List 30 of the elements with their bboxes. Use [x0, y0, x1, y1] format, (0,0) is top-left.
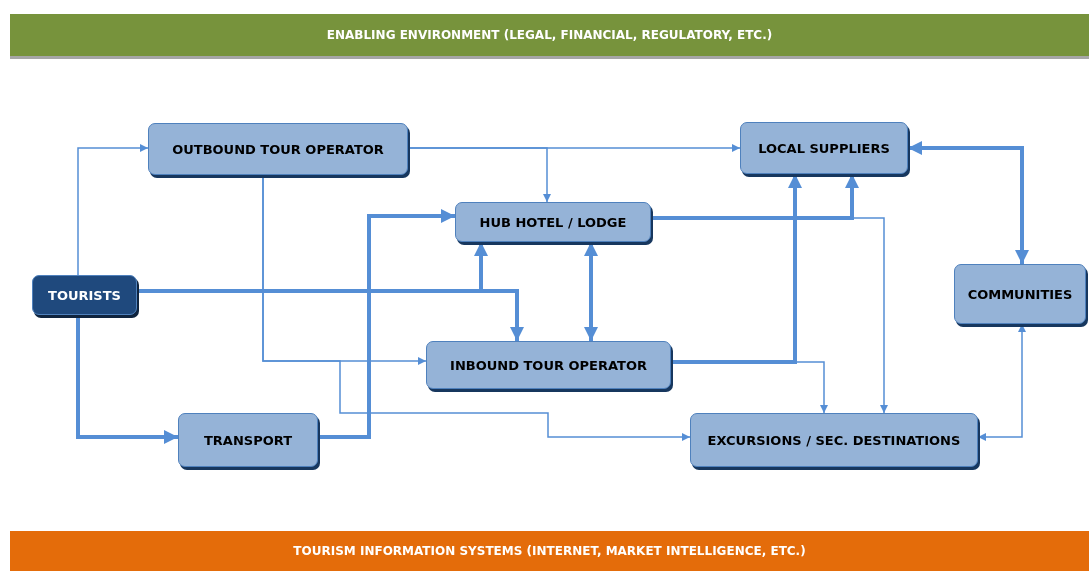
banner	[10, 531, 1089, 571]
connector-arrow	[76, 315, 178, 444]
node-label: INBOUND TOUR OPERATOR	[450, 357, 647, 373]
process-box	[178, 413, 318, 467]
node-label: ENABLING ENVIRONMENT (LEGAL, FINANCIAL, REGULATORY, ETC.)	[326, 28, 773, 42]
connector-arrow	[670, 361, 828, 414]
connector-arrow	[318, 209, 455, 439]
connector-arrow	[671, 174, 802, 364]
node-label: COMMUNITIES	[967, 286, 1073, 302]
process-box	[455, 202, 651, 242]
node-label: LOCAL SUPPLIERS	[758, 140, 890, 156]
node-label: EXCURSIONS / SEC. DESTINATIONS	[707, 432, 961, 448]
node-label: TOURISM INFORMATION SYSTEMS (INTERNET, MARKET INTELLIGENCE, ETC.)	[293, 544, 806, 558]
process-box	[740, 122, 908, 174]
process-box	[954, 264, 1086, 324]
node-label: TOURISTS	[48, 287, 121, 303]
connector-arrow	[137, 289, 524, 341]
process-box	[32, 275, 137, 315]
connector-arrow	[651, 174, 859, 220]
connector-arrow	[908, 141, 1029, 264]
connector-arrow	[77, 144, 149, 276]
process-box	[426, 341, 671, 389]
connector-arrow	[407, 147, 551, 203]
node-label: HUB HOTEL / LODGE	[479, 214, 627, 230]
node-label: TRANSPORT	[203, 432, 293, 448]
node-label: OUTBOUND TOUR OPERATOR	[172, 141, 384, 157]
process-box	[148, 123, 408, 175]
process-box	[690, 413, 978, 467]
connector-arrow	[584, 242, 598, 341]
banner	[10, 14, 1089, 56]
